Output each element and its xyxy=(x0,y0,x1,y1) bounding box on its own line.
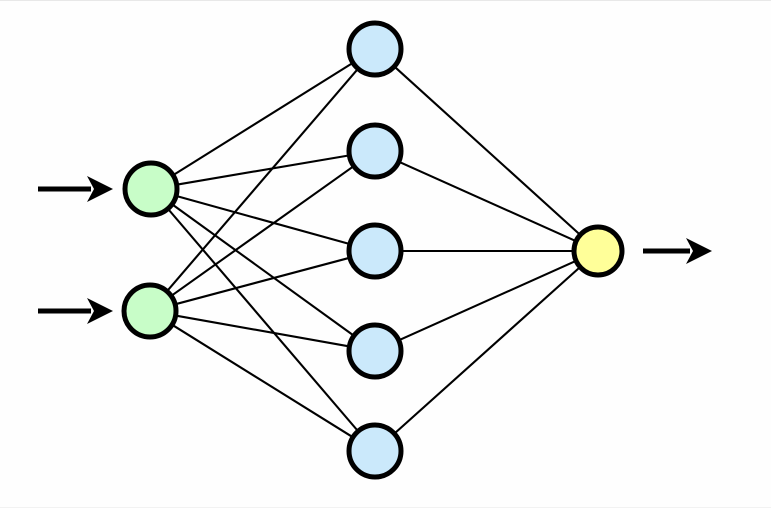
connection-edge xyxy=(392,265,582,436)
output-arrow-1 xyxy=(643,238,712,264)
hidden-node-5[interactable] xyxy=(346,422,404,480)
connection-edge xyxy=(173,314,352,348)
input-node-2[interactable] xyxy=(121,282,179,340)
hidden-node-3[interactable] xyxy=(346,222,404,280)
connection-edge xyxy=(174,154,352,186)
connection-edge xyxy=(173,256,352,306)
connection-edge xyxy=(170,202,356,338)
output-node-1[interactable] xyxy=(571,224,625,278)
connection-edge xyxy=(170,323,355,439)
hidden-node-1[interactable] xyxy=(346,20,404,78)
input-arrow-1-head xyxy=(87,176,113,202)
connection-edge xyxy=(165,66,360,294)
hidden-node-4[interactable] xyxy=(346,322,404,380)
connection-edge xyxy=(392,64,583,237)
input-arrow-2-head xyxy=(87,298,113,324)
hidden-node-2[interactable] xyxy=(346,122,404,180)
connection-edge xyxy=(166,206,360,434)
input-arrow-1 xyxy=(38,176,113,202)
output-arrow-1-head xyxy=(686,238,712,264)
connection-edge xyxy=(171,61,355,177)
connection-edge xyxy=(396,160,578,243)
connection-edges-group xyxy=(165,61,583,439)
connection-edge xyxy=(174,194,352,246)
neuron-nodes-group xyxy=(121,20,625,480)
input-node-1[interactable] xyxy=(122,160,180,218)
connection-edge xyxy=(396,259,578,342)
io-arrows-group xyxy=(38,176,712,324)
connection-edge xyxy=(169,164,356,298)
input-arrow-2 xyxy=(38,298,113,324)
